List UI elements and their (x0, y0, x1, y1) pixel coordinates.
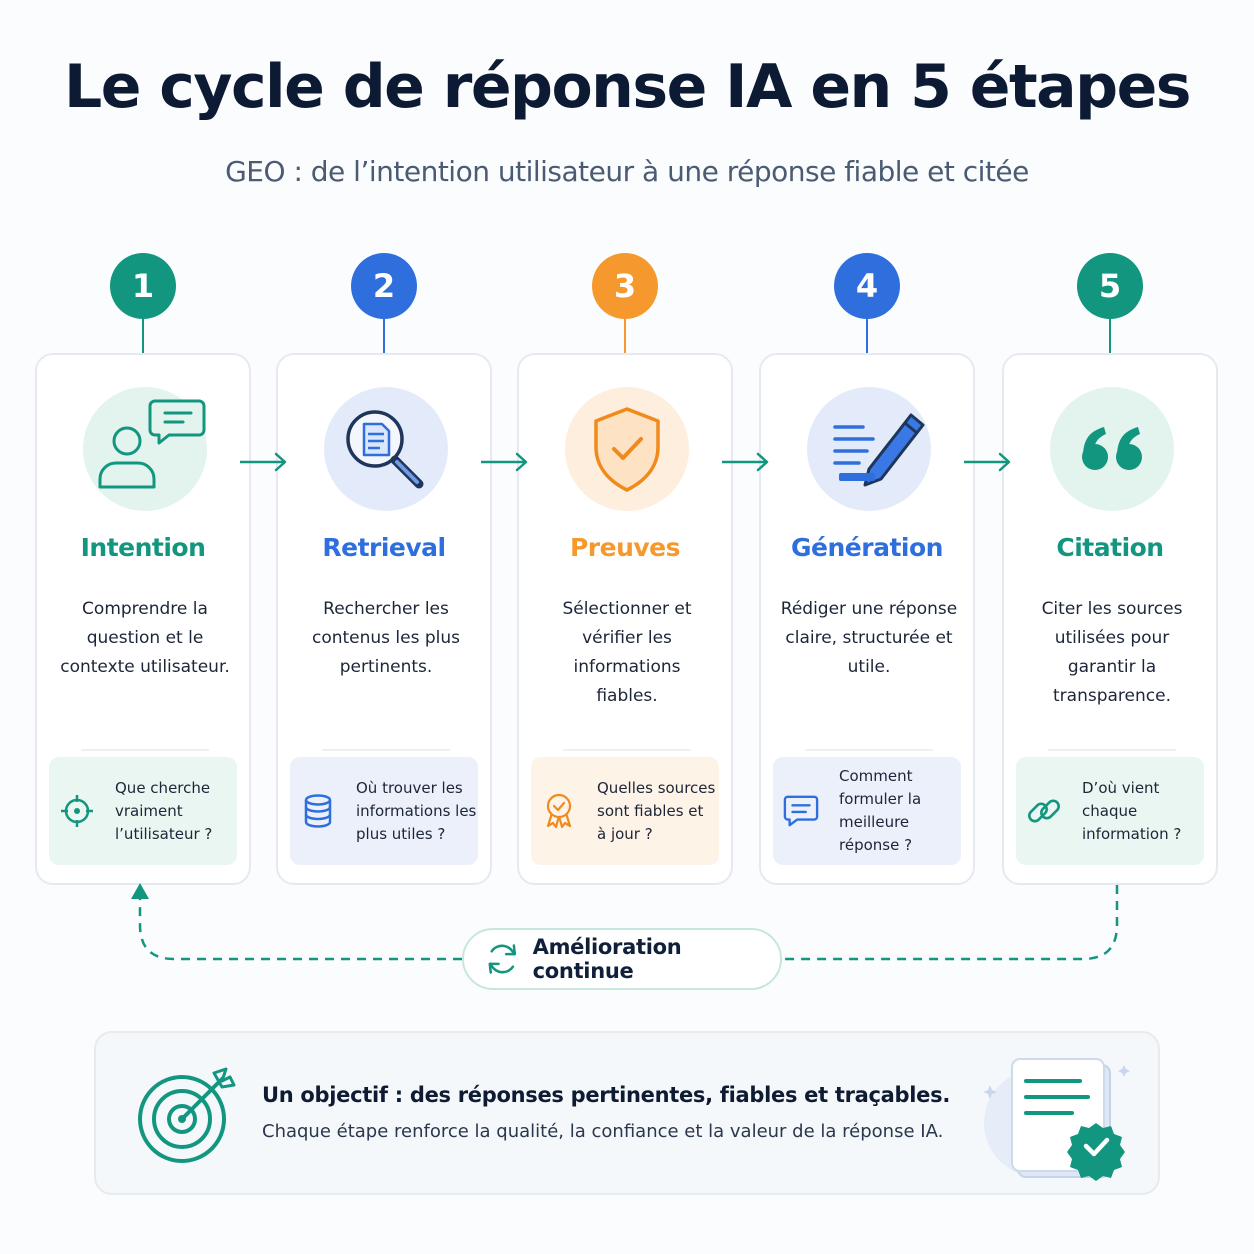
step-description: Citer les sources utilisées pour garanti… (1041, 599, 1183, 706)
step-question: D’où vient chaque information ? (1082, 778, 1182, 843)
document-search-icon (324, 387, 448, 511)
step-number-badge: 3 (592, 253, 658, 319)
divider (81, 749, 209, 751)
step-card: Intention Comprendre la question et le c… (35, 353, 251, 885)
link-icon (1026, 793, 1062, 829)
step-question-box: Comment formuler la meilleure réponse ? (773, 757, 961, 865)
badge-connector (866, 319, 868, 354)
step-description: Rechercher les contenus les plus pertine… (311, 599, 461, 677)
quote-icon (1050, 387, 1174, 511)
divider (805, 749, 933, 751)
step-number-badge: 1 (110, 253, 176, 319)
divider (322, 749, 450, 751)
arrow-right-icon (481, 452, 528, 472)
step-question-box: Quelles sources sont fiables et à jour ? (531, 757, 719, 865)
step-card-generation: 4 Génération Rédiger une réponse claire,… (759, 253, 975, 885)
step-card: Génération Rédiger une réponse claire, s… (759, 353, 975, 885)
step-card: Retrieval Rechercher les contenus les pl… (276, 353, 492, 885)
step-question: Comment formuler la meilleure réponse ? (839, 767, 922, 854)
refresh-icon (488, 944, 517, 974)
step-card-preuves: 3 Preuves Sélectionner et vérifier les i… (517, 253, 733, 885)
objective-title: Un objectif : des réponses pertinentes, … (262, 1083, 951, 1107)
divider (1048, 749, 1176, 751)
step-title: Citation (1056, 533, 1164, 562)
badge-connector (1109, 319, 1111, 354)
step-title: Génération (791, 533, 943, 562)
step-description: Rédiger une réponse claire, structurée e… (780, 599, 958, 677)
badge-connector (383, 319, 385, 354)
page-subtitle: GEO : de l’intention utilisateur à une r… (225, 155, 1029, 188)
badge-connector (624, 319, 626, 354)
step-number-badge: 5 (1077, 253, 1143, 319)
step-question-box: Où trouver les informations les plus uti… (290, 757, 478, 865)
step-question-box: Que cherche vraiment l’utilisateur ? (49, 757, 237, 865)
step-number-badge: 2 (351, 253, 417, 319)
step-description: Sélectionner et vérifier les information… (562, 599, 692, 706)
user-chat-icon (83, 387, 207, 511)
step-question: Quelles sources sont fiables et à jour ? (597, 778, 716, 843)
step-card-retrieval: 2 Retrieval Rechercher les contenus les … (276, 253, 492, 885)
target-arrow-icon (138, 1067, 236, 1163)
step-question: Que cherche vraiment l’utilisateur ? (115, 778, 213, 843)
award-icon (541, 793, 577, 829)
page-title: Le cycle de réponse IA en 5 étapes (63, 52, 1192, 122)
step-title: Intention (80, 533, 206, 562)
step-card: Preuves Sélectionner et vérifier les inf… (517, 353, 733, 885)
continuous-improvement-pill: Amélioration continue (462, 928, 782, 990)
verified-document-icon (983, 1058, 1130, 1181)
objective-panel: Un objectif : des réponses pertinentes, … (94, 1031, 1160, 1195)
step-title: Preuves (569, 533, 681, 562)
chat-bubble-icon (783, 793, 819, 829)
database-icon (300, 794, 336, 828)
arrow-right-icon (964, 452, 1011, 472)
step-card: Citation Citer les sources utilisées pou… (1002, 353, 1218, 885)
shield-check-icon (565, 387, 689, 511)
pen-writing-icon (807, 387, 931, 511)
arrow-right-icon (722, 452, 769, 472)
step-title: Retrieval (322, 533, 446, 562)
divider (563, 749, 691, 751)
step-question-box: D’où vient chaque information ? (1016, 757, 1204, 865)
crosshair-icon (59, 794, 95, 828)
objective-text: Chaque étape renforce la qualité, la con… (262, 1121, 944, 1142)
step-card-intention: 1 Intention Comprendre la question et le… (35, 253, 251, 885)
step-description: Comprendre la question et le contexte ut… (60, 599, 230, 677)
step-card-citation: 5 Citation Citer les sources utilisées p… (1002, 253, 1218, 885)
step-question: Où trouver les informations les plus uti… (356, 778, 477, 843)
step-number-badge: 4 (834, 253, 900, 319)
continuous-improvement-label: Amélioration continue (532, 935, 682, 983)
badge-connector (142, 319, 144, 354)
arrow-right-icon (240, 452, 287, 472)
